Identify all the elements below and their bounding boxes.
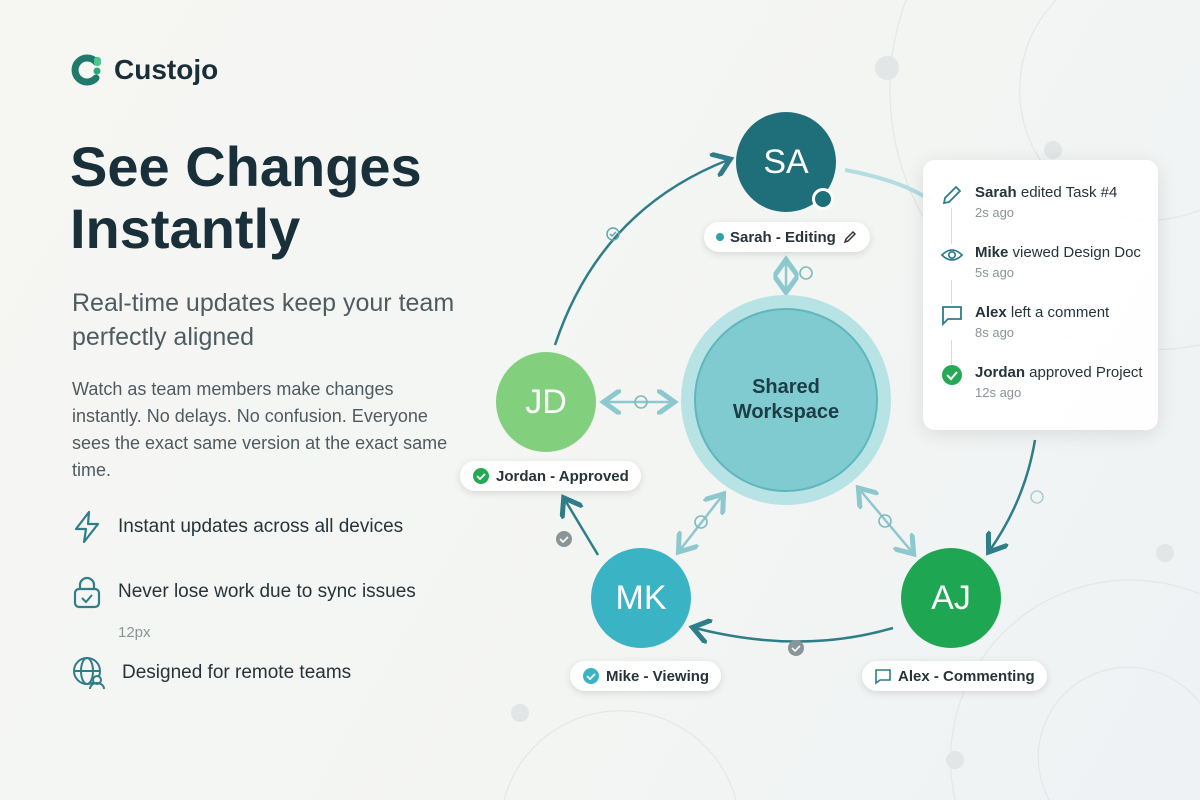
eye-icon — [941, 249, 963, 261]
comment-icon — [942, 306, 962, 326]
globe-user-icon — [73, 657, 105, 690]
actor: Alex — [975, 304, 1007, 321]
avatar-alex[interactable]: AJ — [901, 548, 1001, 648]
page-title: See Changes Instantly — [70, 135, 422, 260]
feature-instant-updates: Instant updates across all devices — [72, 510, 403, 544]
status-label: Alex - Commenting — [898, 667, 1035, 685]
activity-item[interactable]: Mike viewed Design Doc 5s ago — [941, 244, 1141, 280]
status-label: Jordan - Approved — [496, 467, 629, 485]
timeline-line — [951, 208, 952, 378]
status-sarah: Sarah - Editing — [704, 222, 870, 252]
feature-no-lost-work: Never lose work due to sync issues — [72, 575, 416, 609]
status-mike: Mike - Viewing — [570, 661, 722, 691]
action: viewed Design Doc — [1008, 244, 1141, 261]
brand-name: Custojo — [114, 54, 219, 85]
check-circle-icon — [473, 468, 489, 484]
subtitle: Real-time updates keep your team perfect… — [72, 289, 455, 351]
stray-note: 12px — [118, 624, 151, 641]
timestamp: 5s ago — [975, 265, 1015, 280]
actor: Sarah — [975, 184, 1017, 201]
check-circle-icon — [942, 365, 962, 385]
feature-label: Designed for remote teams — [122, 662, 352, 683]
timestamp: 12s ago — [975, 385, 1022, 400]
avatar-jordan[interactable]: JD — [496, 352, 596, 452]
feature-label: Instant updates across all devices — [118, 516, 404, 537]
avatar-initials: JD — [525, 382, 567, 421]
action: approved Project — [1025, 364, 1143, 381]
online-indicator — [812, 188, 834, 210]
dot-icon — [716, 233, 724, 241]
feature-label: Never lose work due to sync issues — [118, 581, 416, 602]
avatar-initials: MK — [615, 578, 667, 617]
actor: Jordan — [975, 364, 1026, 381]
avatar-initials: AJ — [931, 578, 971, 617]
avatar-initials: SA — [763, 142, 809, 181]
activity-item[interactable]: Alex left a comment 8s ago — [941, 304, 1109, 340]
action: edited Task #4 — [1016, 184, 1118, 201]
pencil-icon — [843, 230, 856, 244]
brand-logo[interactable]: Custojo — [70, 52, 218, 88]
description: Watch as team members make changes insta… — [72, 379, 448, 480]
feature-remote-teams: Designed for remote teams — [72, 656, 351, 690]
timestamp: 2s ago — [975, 205, 1015, 220]
logo-icon — [71, 54, 101, 86]
status-alex: Alex - Commenting — [862, 661, 1047, 691]
shared-workspace[interactable]: Shared Workspace — [681, 295, 891, 505]
comment-icon — [875, 669, 891, 685]
timestamp: 8s ago — [975, 325, 1015, 340]
lightning-icon — [74, 510, 100, 544]
workspace-label: Shared Workspace — [694, 308, 878, 492]
avatar-mike[interactable]: MK — [591, 548, 691, 648]
avatar-sarah[interactable]: SA — [736, 112, 836, 212]
status-label: Mike - Viewing — [606, 667, 710, 685]
status-jordan: Jordan - Approved — [460, 461, 641, 491]
check-circle-icon — [583, 668, 599, 684]
actor: Mike — [975, 244, 1009, 261]
pencil-icon — [942, 185, 962, 205]
action: left a comment — [1006, 304, 1110, 321]
lock-check-icon — [73, 576, 101, 609]
status-label: Sarah - Editing — [730, 228, 836, 246]
